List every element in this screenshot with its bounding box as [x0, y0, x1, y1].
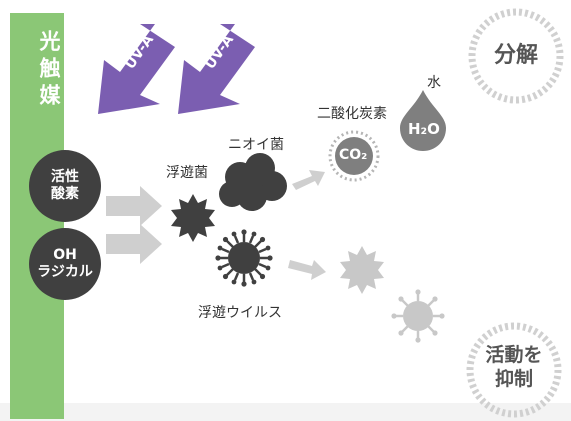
- h2o-formula: H₂O: [408, 120, 440, 138]
- suppress-line2: 抑制: [494, 367, 533, 390]
- active-oxygen-line2: 酸素: [51, 186, 79, 202]
- neutralized-virus-icon: [391, 289, 445, 343]
- arrow-agent-to-bacteria: [106, 186, 162, 226]
- water-label: 水: [427, 75, 441, 91]
- water-drop-icon: [400, 90, 446, 151]
- suppress-line1: 活動を: [485, 344, 543, 366]
- neutralized-bacteria-icon: [340, 246, 384, 294]
- arrow-odor-to-co2: [292, 170, 325, 190]
- uv-arrow-1: [98, 24, 175, 114]
- bottom-band: [0, 403, 571, 421]
- odor-bacteria-label: ニオイ菌: [228, 137, 284, 153]
- floating-bacteria-label: 浮遊菌: [166, 165, 208, 181]
- oh-radical-agent: OH ラジカル: [29, 228, 101, 300]
- decompose-badge-ring: [468, 8, 564, 104]
- active-oxygen-line1: 活性: [51, 169, 79, 186]
- floating-virus-label: 浮遊ウイルス: [198, 305, 282, 321]
- active-oxygen-agent: 活性 酸素: [29, 150, 101, 222]
- photocatalyst-title: 光触媒: [37, 30, 61, 111]
- co2-formula: CO₂: [339, 147, 368, 163]
- uv-arrow-2: [178, 24, 255, 114]
- oh-radical-line2: ラジカル: [37, 264, 93, 280]
- arrow-virus-to-suppressed: [288, 260, 326, 280]
- floating-virus-icon: [215, 229, 273, 287]
- decompose-label: 分解: [493, 43, 538, 68]
- co2-label: 二酸化炭素: [317, 106, 387, 122]
- floating-bacteria-icon: [171, 194, 215, 242]
- suppress-label: 活動を 抑制: [476, 344, 552, 392]
- arrow-agent-to-virus: [106, 224, 162, 264]
- odor-bacteria-icon: [219, 153, 287, 211]
- suppress-badge-ring: [466, 322, 562, 418]
- co2-bubble: [328, 130, 380, 182]
- oh-radical-line1: OH: [53, 247, 77, 264]
